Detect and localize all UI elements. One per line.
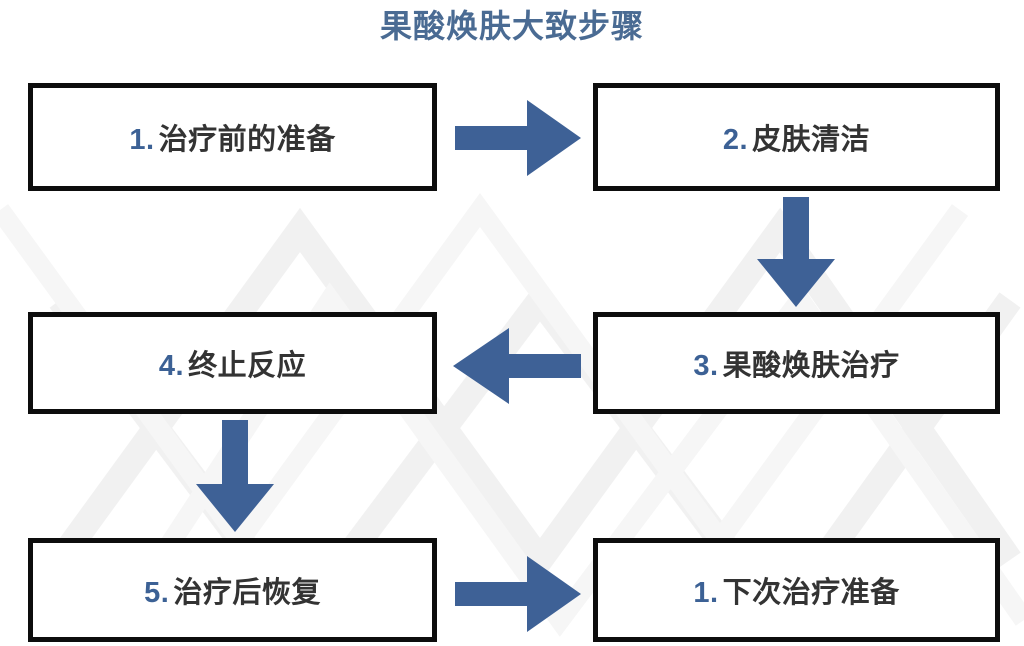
step-box-4[interactable]: 4.终止反应 — [28, 312, 437, 414]
arrow-right-icon-step5-step6 — [455, 556, 581, 632]
step-box-3[interactable]: 3.果酸焕肤治疗 — [593, 312, 1000, 414]
step-number-6: 1. — [693, 577, 719, 609]
step-label-3: 3.果酸焕肤治疗 — [693, 342, 899, 384]
step-label-5: 5.治疗后恢复 — [144, 569, 321, 611]
step-text-3: 果酸焕肤治疗 — [722, 350, 900, 382]
step-number-5: 5. — [144, 577, 170, 609]
step-text-4: 终止反应 — [188, 350, 307, 382]
arrow-right-icon-step1-step2 — [455, 100, 581, 176]
step-text-2: 皮肤清洁 — [752, 124, 871, 156]
step-number-3: 3. — [693, 350, 719, 382]
arrow-down-icon-step4-step5 — [196, 420, 274, 532]
step-label-4: 4.终止反应 — [159, 342, 306, 384]
step-label-1: 1.治疗前的准备 — [129, 116, 335, 158]
step-box-2[interactable]: 2.皮肤清洁 — [593, 83, 1000, 191]
page-title: 果酸焕肤大致步骤 — [379, 8, 644, 44]
step-text-1: 治疗前的准备 — [158, 124, 336, 156]
step-label-2: 2.皮肤清洁 — [723, 116, 870, 158]
arrow-down-icon-step2-step3 — [757, 197, 835, 307]
step-number-4: 4. — [158, 350, 185, 382]
step-label-6: 1.下次治疗准备 — [693, 569, 899, 611]
step-box-1[interactable]: 1.治疗前的准备 — [28, 83, 437, 191]
step-text-5: 治疗后恢复 — [173, 577, 321, 609]
step-box-5[interactable]: 5.治疗后恢复 — [28, 538, 437, 642]
step-text-6: 下次治疗准备 — [722, 577, 900, 609]
arrow-left-icon-step3-step4 — [453, 328, 581, 404]
step-number-2: 2. — [722, 124, 749, 156]
step-box-6[interactable]: 1.下次治疗准备 — [593, 538, 1000, 642]
step-number-1: 1. — [129, 124, 155, 156]
